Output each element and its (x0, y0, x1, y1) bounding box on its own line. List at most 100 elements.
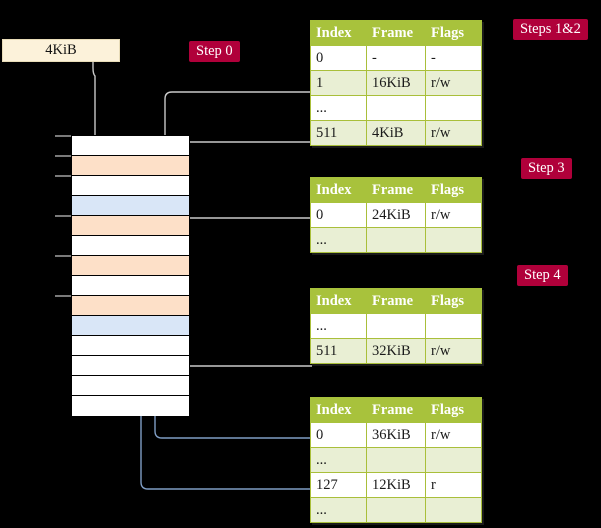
badge-step-0-label: Step 0 (196, 43, 233, 59)
table-row: ... (310, 313, 482, 339)
table-cell-index: ... (310, 95, 367, 121)
table-cell-frame (366, 497, 426, 523)
source-frame-box: 4KiB (2, 39, 120, 62)
column-header-index: Index (310, 20, 367, 46)
badge-step-4-label: Step 4 (524, 267, 561, 283)
memory-frame-row (72, 136, 189, 156)
memory-scale-tick (55, 135, 71, 137)
table-cell-flags: r (425, 472, 482, 498)
table-cell-flags: r/w (425, 120, 482, 146)
table-cell-index: ... (310, 447, 367, 473)
table-cell-flags (425, 95, 482, 121)
table-row: ... (310, 447, 482, 473)
column-header-flags: Flags (425, 397, 482, 423)
memory-frame-row (72, 176, 189, 196)
table-cell-flags (425, 313, 482, 339)
table-row: 0-- (310, 45, 482, 71)
table-cell-flags (425, 497, 482, 523)
table-cell-frame: 24KiB (366, 202, 426, 228)
column-header-frame: Frame (366, 397, 426, 423)
memory-scale-tick (55, 295, 71, 297)
memory-frame-row (72, 276, 189, 296)
table-cell-frame: 12KiB (366, 472, 426, 498)
badge-step-3-label: Step 3 (528, 160, 565, 176)
table-cell-index: 1 (310, 70, 367, 96)
table-cell-flags: r/w (425, 422, 482, 448)
memory-frame-row (72, 236, 189, 256)
badge-step-4: Step 4 (517, 265, 568, 286)
source-frame-label: 4KiB (45, 42, 77, 58)
wire-step3 (182, 217, 312, 268)
memory-scale-tick (55, 155, 71, 157)
table-row: ... (310, 95, 482, 121)
table-cell-frame (366, 95, 426, 121)
badge-steps-1-2: Steps 1&2 (513, 19, 588, 40)
table-cell-index: ... (310, 227, 367, 253)
memory-frame-row (72, 336, 189, 356)
table-cell-frame (366, 447, 426, 473)
column-header-frame: Frame (366, 20, 426, 46)
table-cell-frame (366, 227, 426, 253)
badge-step-3: Step 3 (521, 158, 572, 179)
column-header-index: Index (310, 177, 367, 203)
table-row: ... (310, 227, 482, 253)
table-cell-index: 127 (310, 472, 367, 498)
table-cell-index: ... (310, 497, 367, 523)
table-cell-flags: r/w (425, 338, 482, 364)
table-cell-flags (425, 227, 482, 253)
memory-frame-row (72, 296, 189, 316)
memory-frame-row (72, 216, 189, 236)
badge-steps-1-2-label: Steps 1&2 (520, 21, 581, 37)
memory-scale-tick (55, 255, 71, 257)
memory-frame-row (72, 256, 189, 276)
table-cell-flags: r/w (425, 202, 482, 228)
table-cell-index: 511 (310, 120, 367, 146)
column-header-index: Index (310, 288, 367, 314)
column-header-flags: Flags (425, 288, 482, 314)
table-cell-frame: - (366, 45, 426, 71)
memory-scale-tick (55, 175, 71, 177)
table-cell-flags (425, 447, 482, 473)
table-cell-frame: 36KiB (366, 422, 426, 448)
table-cell-frame (366, 313, 426, 339)
column-header-flags: Flags (425, 177, 482, 203)
table-cell-index: ... (310, 313, 367, 339)
wire-step0 (164, 91, 312, 146)
wire-table4-frame0 (154, 344, 312, 439)
table-cell-index: 511 (310, 338, 367, 364)
table-cell-index: 0 (310, 202, 367, 228)
table-cell-flags: - (425, 45, 482, 71)
memory-scale-tick (55, 215, 71, 217)
table-cell-index: 0 (310, 422, 367, 448)
wire-table4-frame127 (140, 226, 312, 490)
table-row: ... (310, 497, 482, 523)
memory-frame-row (72, 316, 189, 336)
physical-memory-column (71, 135, 190, 416)
memory-frame-row (72, 356, 189, 376)
table-cell-index: 0 (310, 45, 367, 71)
badge-step-0: Step 0 (189, 41, 240, 62)
column-header-index: Index (310, 397, 367, 423)
table-cell-frame: 32KiB (366, 338, 426, 364)
column-header-frame: Frame (366, 177, 426, 203)
memory-frame-row (72, 196, 189, 216)
column-header-frame: Frame (366, 288, 426, 314)
memory-frame-row (72, 156, 189, 176)
wire-source-to-memory (92, 62, 96, 146)
table-cell-frame: 4KiB (366, 120, 426, 146)
memory-frame-row (72, 376, 189, 396)
